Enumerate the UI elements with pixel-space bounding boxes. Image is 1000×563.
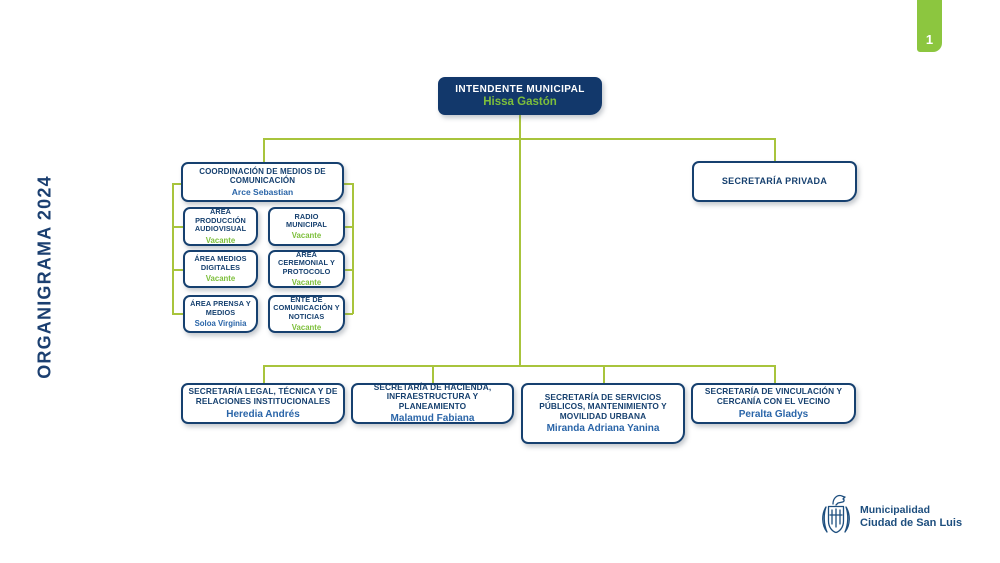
node-holder: Hissa Gastón <box>483 96 557 109</box>
node-secretaria-hacienda: SECRETARÍA DE HACIENDA, INFRAESTRUCTURA … <box>351 381 514 425</box>
node-area-produccion-audiovisual: ÁREA PRODUCCIÓN AUDIOVISUAL Vacante <box>183 207 258 246</box>
node-title: SECRETARÍA DE VINCULACIÓN Y CERCANÍA CON… <box>704 386 843 406</box>
connector-stub <box>345 226 353 228</box>
node-title: SECRETARÍA LEGAL, TÉCNICA Y DE RELACIONE… <box>188 386 338 406</box>
connector-drop-private-secretary <box>774 138 776 162</box>
connector-stub <box>172 226 183 228</box>
connector-drop-secretariat-3 <box>603 365 605 383</box>
logo-line-2: Ciudad de San Luis <box>860 517 963 530</box>
node-holder: Heredia Andrés <box>226 408 300 420</box>
node-area-ceremonial-protocolo: ÁREA CEREMONIAL Y PROTOCOLO Vacante <box>268 250 345 288</box>
connector-drop-coordination <box>263 138 265 163</box>
node-holder: Peralta Gladys <box>738 408 809 420</box>
node-coordinacion-medios: COORDINACIÓN DE MEDIOS DE COMUNICACIÓN A… <box>181 162 344 202</box>
node-title: SECRETARÍA PRIVADA <box>721 176 828 187</box>
connector-center-vertical <box>519 115 521 365</box>
node-ente-comunicacion-noticias: ENTE DE COMUNICACIÓN Y NOTICIAS Vacante <box>268 295 345 333</box>
node-area-prensa-medios: ÁREA PRENSA Y MEDIOS Soloa Virginia <box>183 295 258 333</box>
connector-drop-secretariat-1 <box>263 365 265 383</box>
connector-drop-secretariat-2 <box>432 365 434 383</box>
node-intendente: INTENDENTE MUNICIPAL Hissa Gastón <box>438 77 602 115</box>
connector-stub <box>345 269 353 271</box>
connector-stub <box>172 269 183 271</box>
connector-left-branch-vertical <box>172 183 174 314</box>
connector-drop-secretariat-4 <box>774 365 776 383</box>
node-holder: Vacante <box>205 273 236 283</box>
connector-right-branch-vertical <box>352 183 354 314</box>
connector-bottom-horizontal <box>263 365 774 367</box>
node-title: COORDINACIÓN DE MEDIOS DE COMUNICACIÓN <box>199 166 326 185</box>
node-title: ÁREA CEREMONIAL Y PROTOCOLO <box>278 249 335 276</box>
connector-top-horizontal <box>263 138 775 140</box>
node-area-medios-digitales: ÁREA MEDIOS DIGITALES Vacante <box>183 250 258 288</box>
node-holder: Miranda Adriana Yanina <box>546 423 660 435</box>
node-title: RADIO MUNICIPAL <box>286 211 327 229</box>
node-title: INTENDENTE MUNICIPAL <box>455 83 585 95</box>
node-title: ENTE DE COMUNICACIÓN Y NOTICIAS <box>273 294 340 321</box>
connector-stub <box>345 313 353 315</box>
node-holder: Vacante <box>291 323 322 333</box>
node-title: SECRETARÍA DE HACIENDA, INFRAESTRUCTURA … <box>373 381 492 411</box>
logo-line-1: Municipalidad <box>860 504 931 517</box>
connector-stub <box>172 183 182 185</box>
node-title: ÁREA MEDIOS DIGITALES <box>194 254 247 272</box>
connector-stub <box>172 313 183 315</box>
node-title: ÁREA PRODUCCIÓN AUDIOVISUAL <box>194 207 247 234</box>
node-holder: Vacante <box>291 278 322 288</box>
node-holder: Soloa Virginia <box>194 318 247 328</box>
page-number: 1 <box>925 32 934 47</box>
crest-icon <box>820 494 852 541</box>
node-holder: Malamud Fabiana <box>390 413 475 425</box>
page-number-tab: 1 <box>917 0 942 52</box>
node-secretaria-vinculacion: SECRETARÍA DE VINCULACIÓN Y CERCANÍA CON… <box>691 383 856 424</box>
node-secretaria-privada: SECRETARÍA PRIVADA <box>692 161 857 202</box>
node-title: SECRETARÍA DE SERVICIOS PÚBLICOS, MANTEN… <box>539 391 667 421</box>
logo-text: Municipalidad Ciudad de San Luis <box>860 504 962 531</box>
node-holder: Arce Sebastian <box>231 187 294 198</box>
node-secretaria-legal: SECRETARÍA LEGAL, TÉCNICA Y DE RELACIONE… <box>181 383 345 424</box>
node-radio-municipal: RADIO MUNICIPAL Vacante <box>268 207 345 246</box>
node-title: ÁREA PRENSA Y MEDIOS <box>190 299 251 317</box>
node-holder: Vacante <box>205 235 236 245</box>
node-holder: Vacante <box>291 231 322 241</box>
slide-title: ORGANIGRAMA 2024 <box>34 175 55 379</box>
municipality-logo: Municipalidad Ciudad de San Luis <box>820 494 962 541</box>
connector-stub <box>344 183 353 185</box>
node-secretaria-servicios-publicos: SECRETARÍA DE SERVICIOS PÚBLICOS, MANTEN… <box>521 383 685 444</box>
